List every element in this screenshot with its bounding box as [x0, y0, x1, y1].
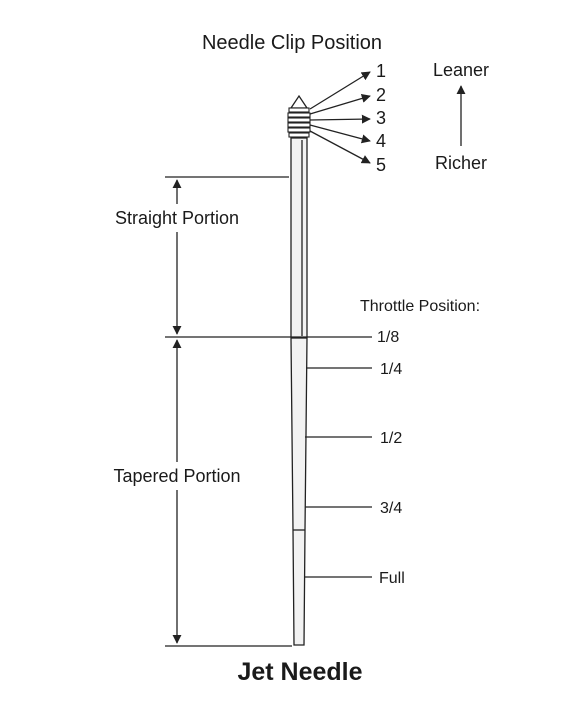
clip-arrow-5	[309, 130, 371, 164]
clip-position-labels: 1 2 3 4 5	[376, 61, 386, 175]
clip-position-label: 1	[376, 61, 386, 81]
throttle-position-label: 1/4	[380, 361, 402, 378]
clip-arrow-1	[309, 71, 371, 110]
clip-position-header: Needle Clip Position	[202, 32, 382, 54]
straight-portion-dimension: Straight Portion	[115, 176, 289, 335]
throttle-position-markers: 1/8 1/4 1/2 3/4 Full	[304, 329, 405, 587]
needle-clip-grooves	[287, 94, 311, 138]
throttle-position-label: 1/8	[377, 329, 399, 346]
tapered-portion-label: Tapered Portion	[113, 466, 240, 486]
diagram-title: Jet Needle	[237, 658, 362, 686]
clip-arrow-3	[309, 114, 371, 124]
clip-position-label: 4	[376, 131, 386, 151]
clip-position-label: 5	[376, 155, 386, 175]
leaner-label: Leaner	[433, 60, 489, 80]
needle-shaft	[290, 137, 308, 646]
straight-portion-label: Straight Portion	[115, 208, 239, 228]
clip-arrow-2	[309, 93, 371, 115]
throttle-position-label: 3/4	[380, 500, 402, 517]
clip-position-arrows	[309, 71, 371, 164]
tapered-portion-dimension: Tapered Portion	[113, 339, 292, 647]
throttle-position-header: Throttle Position:	[360, 298, 480, 315]
throttle-position-label: Full	[379, 570, 405, 587]
jet-needle	[287, 94, 311, 646]
throttle-position-label: 1/2	[380, 430, 402, 447]
richer-label: Richer	[435, 153, 487, 173]
clip-position-label: 3	[376, 108, 386, 128]
clip-arrow-4	[309, 124, 371, 144]
clip-position-label: 2	[376, 85, 386, 105]
